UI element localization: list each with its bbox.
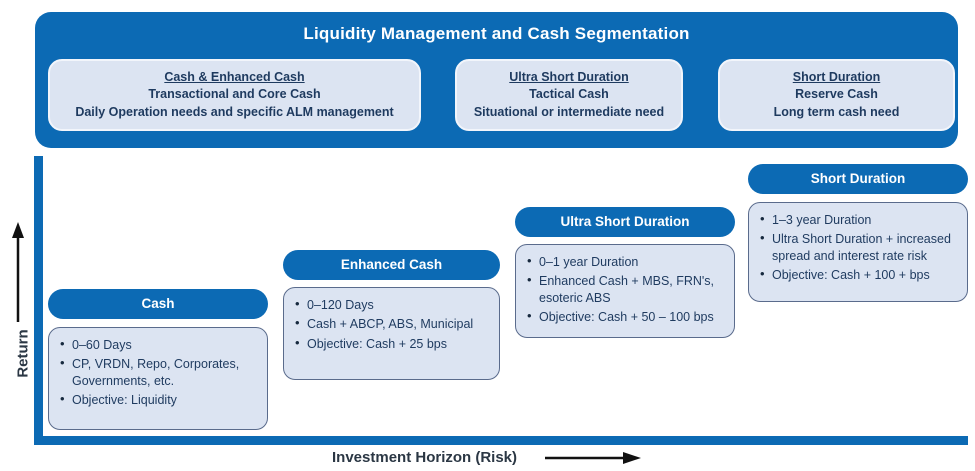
y-axis-label: Return — [14, 329, 32, 378]
banner-box-heading: Short Duration — [792, 70, 881, 85]
bullet-item: Enhanced Cash + MBS, FRN's, esoteric ABS — [526, 272, 729, 306]
enhanced-cash-card: 0–120 Days Cash + ABCP, ABS, Municipal O… — [283, 287, 500, 380]
banner-box-cash-enhanced-cash: Cash & Enhanced Cash Transactional and C… — [48, 59, 421, 131]
banner-box-line1: Reserve Cash — [795, 87, 878, 102]
ultra-short-duration-card: 0–1 year Duration Enhanced Cash + MBS, F… — [515, 244, 735, 338]
enhanced-cash-bullet-list: 0–120 Days Cash + ABCP, ABS, Municipal O… — [294, 296, 494, 352]
up-arrow-icon — [12, 222, 24, 322]
banner-box-line1: Transactional and Core Cash — [148, 87, 321, 102]
short-duration-card: 1–3 year Duration Ultra Short Duration +… — [748, 202, 968, 302]
banner-box-line1: Tactical Cash — [529, 87, 609, 102]
banner-box-ultra-short-duration: Ultra Short Duration Tactical Cash Situa… — [455, 59, 683, 131]
short-duration-bullet-list: 1–3 year Duration Ultra Short Duration +… — [759, 211, 962, 283]
banner-title: Liquidity Management and Cash Segmentati… — [303, 24, 690, 43]
bullet-item: Objective: Cash + 50 – 100 bps — [526, 308, 729, 325]
cash-card: 0–60 Days CP, VRDN, Repo, Corporates, Go… — [48, 327, 268, 430]
bullet-item: Ultra Short Duration + increased spread … — [759, 230, 962, 264]
bullet-item: Objective: Liquidity — [59, 391, 262, 408]
bullet-item: Objective: Cash + 25 bps — [294, 334, 494, 352]
banner-box-heading: Ultra Short Duration — [509, 70, 629, 85]
bullet-item: 0–60 Days — [59, 336, 262, 353]
ultra-short-duration-bullet-list: 0–1 year Duration Enhanced Cash + MBS, F… — [526, 253, 729, 325]
x-axis-label: Investment Horizon (Risk) — [332, 449, 518, 466]
bullet-item: Cash + ABCP, ABS, Municipal — [294, 315, 494, 332]
right-arrow-icon — [545, 452, 641, 464]
banner-box-heading: Cash & Enhanced Cash — [164, 70, 305, 85]
banner-box-line2: Long term cash need — [773, 104, 900, 119]
banner-box-line2: Situational or intermediate need — [473, 104, 665, 119]
cash-header: Cash — [48, 289, 268, 319]
bullet-item: CP, VRDN, Repo, Corporates, Governments,… — [59, 355, 262, 389]
enhanced-cash-header: Enhanced Cash — [283, 250, 500, 280]
y-axis-line — [34, 156, 43, 445]
bullet-item: 0–1 year Duration — [526, 253, 729, 270]
short-duration-header: Short Duration — [748, 164, 968, 194]
bullet-item: 0–120 Days — [294, 296, 494, 313]
banner: Liquidity Management and Cash Segmentati… — [35, 12, 958, 148]
x-axis-line — [34, 436, 968, 445]
bullet-item: Objective: Cash + 100 + bps — [759, 266, 962, 283]
cash-bullet-list: 0–60 Days CP, VRDN, Repo, Corporates, Go… — [59, 336, 262, 408]
banner-box-line2: Daily Operation needs and specific ALM m… — [75, 104, 394, 119]
banner-box-short-duration: Short Duration Reserve Cash Long term ca… — [718, 59, 955, 131]
ultra-short-duration-header: Ultra Short Duration — [515, 207, 735, 237]
bullet-item: 1–3 year Duration — [759, 211, 962, 228]
